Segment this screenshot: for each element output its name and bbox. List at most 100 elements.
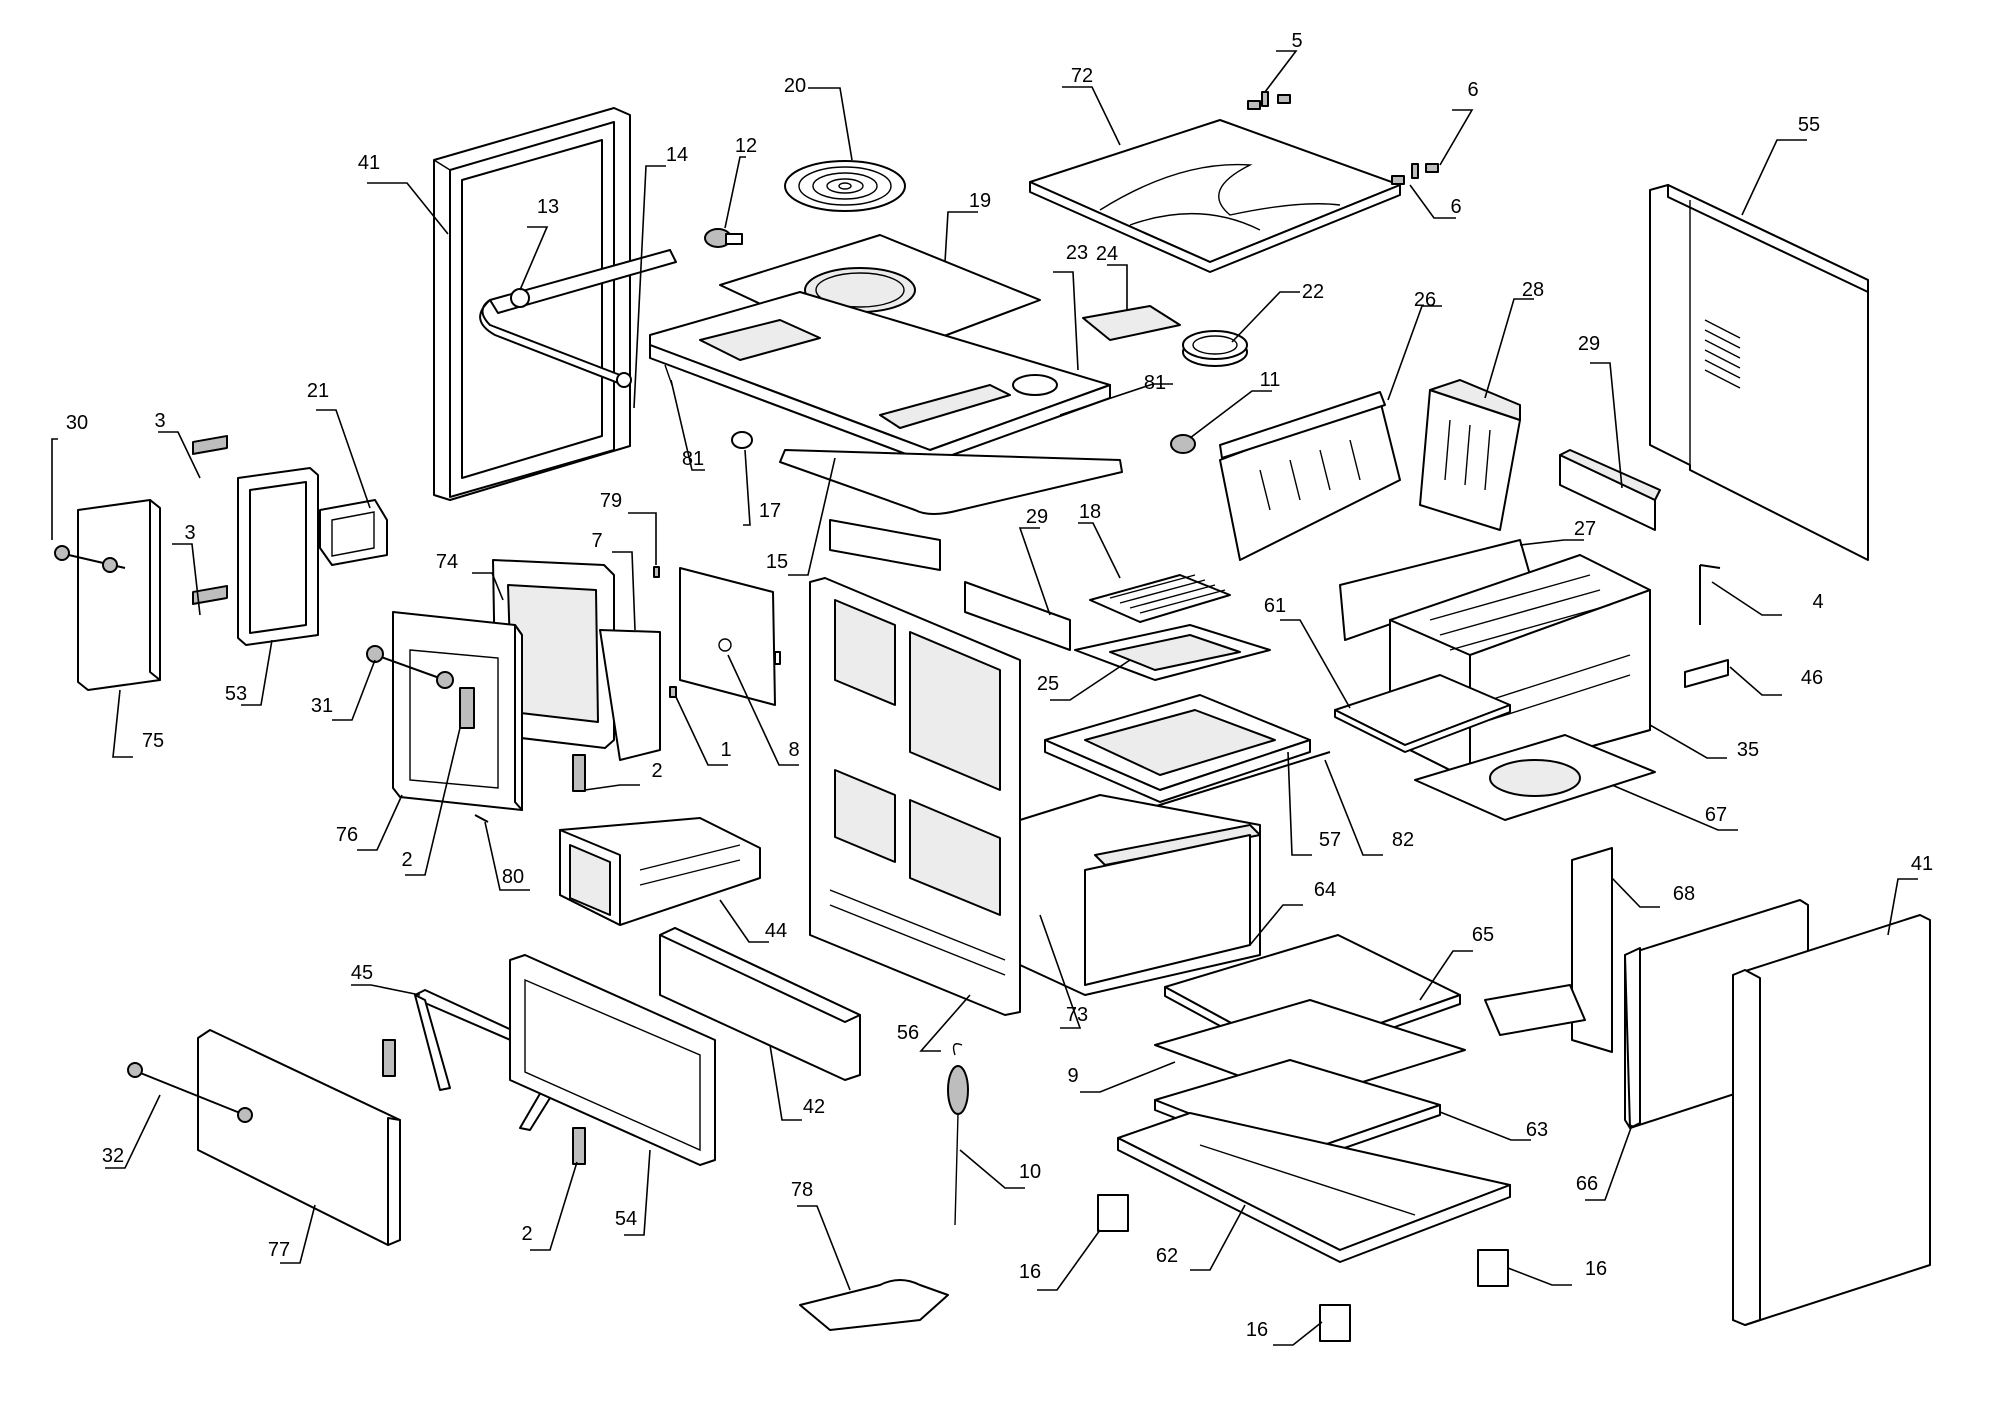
callout-label: 54 bbox=[615, 1208, 637, 1230]
callout-label: 73 bbox=[1066, 1004, 1088, 1026]
callout-label: 78 bbox=[791, 1179, 813, 1201]
callout-label: 13 bbox=[537, 196, 559, 218]
part-23-cooktop-frame bbox=[649, 291, 1111, 464]
part-12-clip bbox=[704, 228, 743, 248]
part-11-knob bbox=[1170, 434, 1196, 454]
part-44-ash-drawer bbox=[559, 817, 761, 926]
part-21-small-frame bbox=[319, 499, 388, 566]
callout-label: 77 bbox=[268, 1239, 290, 1261]
part-17-bushing bbox=[731, 431, 753, 449]
callout-label: 31 bbox=[311, 695, 333, 717]
part-22-ring bbox=[1182, 330, 1248, 367]
callout-label: 80 bbox=[502, 866, 524, 888]
part-26-baffle bbox=[1219, 391, 1401, 561]
callout-label: 29 bbox=[1578, 333, 1600, 355]
part-68-bracket bbox=[1484, 847, 1613, 1053]
part-2-handles bbox=[382, 754, 586, 1165]
callout-label: 64 bbox=[1314, 879, 1336, 901]
callout-label: 12 bbox=[735, 135, 757, 157]
part-24-plate bbox=[1082, 305, 1181, 341]
part-6-hinges bbox=[1391, 163, 1439, 185]
part-53-door-gasket-frame bbox=[237, 467, 319, 646]
callout-label: 19 bbox=[969, 190, 991, 212]
callout-label: 55 bbox=[1798, 114, 1820, 136]
part-41-side-frame bbox=[433, 107, 631, 501]
part-28-side-baffle bbox=[1419, 379, 1521, 531]
callout-label: 57 bbox=[1319, 829, 1341, 851]
callout-label: 15 bbox=[766, 551, 788, 573]
part-74-glass-frame bbox=[492, 559, 615, 749]
part-77-bottom-door bbox=[127, 1029, 401, 1246]
callout-label: 6 bbox=[1467, 79, 1478, 101]
part-67-oven-bottom bbox=[1414, 734, 1656, 821]
part-29-channels bbox=[829, 519, 1071, 651]
part-41-side-panel-right bbox=[1732, 914, 1931, 1326]
part-46-vent bbox=[1684, 659, 1729, 688]
callout-label: 4 bbox=[1812, 591, 1823, 613]
callout-label: 28 bbox=[1522, 279, 1544, 301]
callout-label: 20 bbox=[784, 75, 806, 97]
callout-label: 62 bbox=[1156, 1245, 1178, 1267]
callout-label: 6 bbox=[1450, 196, 1461, 218]
callout-label: 68 bbox=[1673, 883, 1695, 905]
callout-label: 16 bbox=[1585, 1258, 1607, 1280]
callout-label: 32 bbox=[102, 1145, 124, 1167]
callout-label: 53 bbox=[225, 683, 247, 705]
callout-label: 79 bbox=[600, 490, 622, 512]
part-62-base bbox=[1117, 1112, 1511, 1263]
callout-label: 2 bbox=[651, 760, 662, 782]
callout-label: 7 bbox=[591, 530, 602, 552]
part-5-hinges bbox=[1247, 91, 1291, 110]
callout-label: 23 bbox=[1066, 242, 1088, 264]
callout-label: 30 bbox=[66, 412, 88, 434]
callout-label: 26 bbox=[1414, 289, 1436, 311]
callout-label: 72 bbox=[1071, 65, 1093, 87]
callout-label: 74 bbox=[436, 551, 458, 573]
part-25-grate-frame bbox=[1074, 624, 1271, 681]
part-15-tube bbox=[779, 449, 1123, 515]
callout-label: 75 bbox=[142, 730, 164, 752]
part-7-glass bbox=[599, 566, 661, 761]
callout-label: 76 bbox=[336, 824, 358, 846]
callout-label: 11 bbox=[1260, 369, 1281, 391]
callout-label: 18 bbox=[1079, 501, 1101, 523]
part-54-inner-door-panel bbox=[509, 954, 716, 1166]
part-82-rod bbox=[1149, 751, 1331, 809]
part-8-insulation bbox=[679, 567, 781, 706]
callout-label: 1 bbox=[720, 739, 731, 761]
callout-label: 35 bbox=[1737, 739, 1759, 761]
part-14-rail-bar bbox=[479, 249, 677, 388]
callout-label: 46 bbox=[1801, 667, 1823, 689]
callout-label: 65 bbox=[1472, 924, 1494, 946]
callout-label: 45 bbox=[351, 962, 373, 984]
part-1-screw bbox=[669, 686, 677, 698]
callout-label: 56 bbox=[897, 1022, 919, 1044]
callout-label: 66 bbox=[1576, 1173, 1598, 1195]
callout-label: 27 bbox=[1574, 518, 1596, 540]
callout-label: 41 bbox=[358, 152, 380, 174]
part-76-firebox-door bbox=[366, 611, 523, 811]
callout-label: 81 bbox=[1144, 372, 1166, 394]
callout-label: 5 bbox=[1291, 30, 1302, 52]
callout-label: 16 bbox=[1019, 1261, 1041, 1283]
part-64-lower-box bbox=[1019, 794, 1261, 996]
callout-label: 82 bbox=[1392, 829, 1414, 851]
callout-label: 3 bbox=[184, 522, 195, 544]
part-18-grate bbox=[1089, 574, 1231, 623]
part-3-latches bbox=[192, 434, 228, 605]
callout-layer: 20 12 41 13 14 19 72 5 6 6 55 23 bbox=[51, 30, 1933, 1346]
callout-label: 81 bbox=[682, 448, 704, 470]
part-55-back-panel bbox=[1649, 184, 1869, 561]
part-20-hotplate bbox=[784, 160, 906, 212]
callout-label: 16 bbox=[1246, 1319, 1268, 1341]
callout-label: 9 bbox=[1067, 1065, 1078, 1087]
part-4-pin bbox=[1699, 564, 1721, 625]
callout-label: 24 bbox=[1096, 243, 1118, 265]
part-78-tool bbox=[799, 1279, 949, 1331]
callout-label: 3 bbox=[154, 410, 165, 432]
callout-label: 42 bbox=[803, 1096, 825, 1118]
callout-label: 22 bbox=[1302, 281, 1324, 303]
part-61-tray bbox=[1334, 674, 1511, 753]
part-29-channel-right bbox=[1559, 449, 1661, 531]
